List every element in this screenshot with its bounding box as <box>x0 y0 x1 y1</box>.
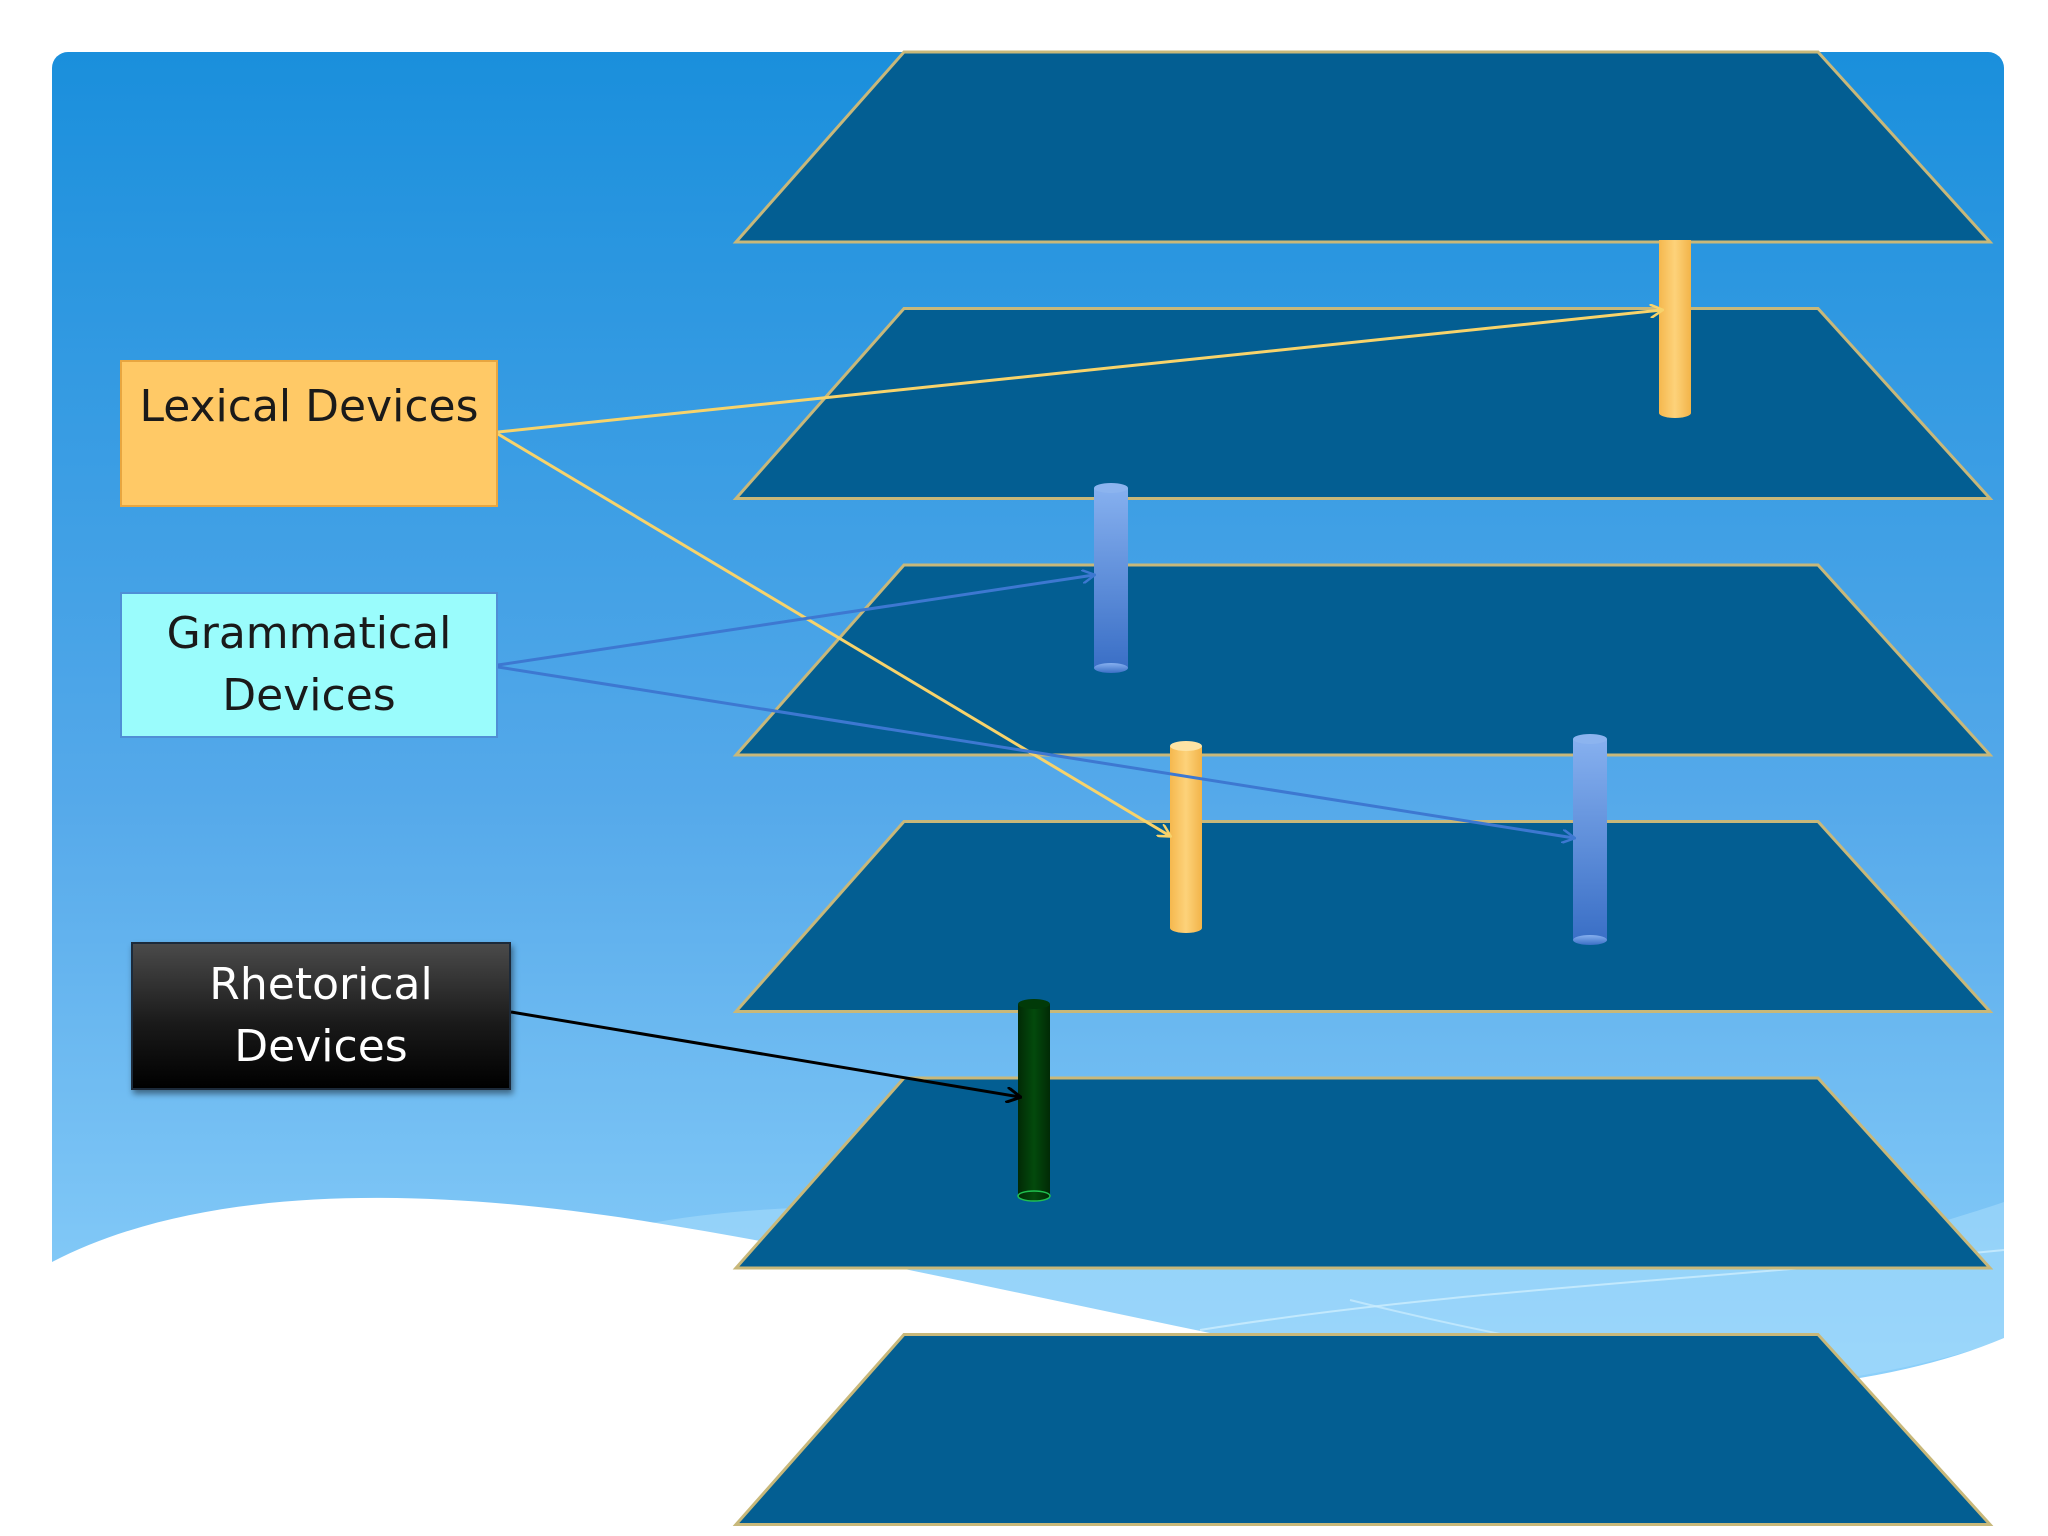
grammatical-link-lower-cylinder-body <box>1573 739 1607 940</box>
planes-group <box>732 50 1994 1526</box>
rhetorical-link-cylinder-base <box>1017 1190 1051 1202</box>
rhetorical-devices-label-line2: Devices <box>234 1021 408 1072</box>
lexical-link-upper-cylinder <box>1659 240 1691 418</box>
lexical-devices-box: Lexical Devices <box>120 360 498 507</box>
plane-layer-6 <box>732 1333 1994 1526</box>
lexical-arrow-lower <box>497 432 1170 836</box>
grammatical-devices-label-line1: Grammatical <box>166 608 452 659</box>
plane-layer-1 <box>732 50 1994 244</box>
grammatical-link-lower-cylinder-base <box>1573 935 1607 945</box>
rhetorical-link-cylinder-body <box>1018 1004 1050 1196</box>
grammatical-devices-label-line2: Devices <box>222 670 396 721</box>
lexical-arrow-upper <box>497 310 1662 434</box>
grammatical-link-upper-cylinder-body <box>1094 488 1128 668</box>
lexical-link-upper-cylinder-body <box>1659 240 1691 413</box>
grammatical-link-lower-cylinder <box>1573 734 1607 945</box>
grammatical-link-upper-cylinder <box>1094 483 1128 673</box>
rhetorical-arrow <box>510 1010 1020 1097</box>
plane-layer-5 <box>732 1076 1994 1270</box>
plane-layer-3 <box>732 563 1994 757</box>
grammatical-arrow-lower <box>497 665 1574 838</box>
grammatical-link-upper-cylinder-base <box>1094 663 1128 673</box>
lexical-link-lower-cylinder-cap <box>1170 741 1202 751</box>
lexical-link-lower-cylinder <box>1170 741 1202 933</box>
grammatical-arrow-upper <box>497 575 1094 667</box>
grammatical-link-lower-cylinder-cap <box>1573 734 1607 744</box>
lexical-link-upper-cylinder-base <box>1659 408 1691 418</box>
rhetorical-link-cylinder-cap <box>1018 999 1050 1009</box>
plane-layer-2 <box>732 307 1994 500</box>
grammatical-devices-box: Grammatical Devices <box>120 592 498 738</box>
connectors-group <box>1017 240 1691 1202</box>
rhetorical-devices-label-line1: Rhetorical <box>209 959 433 1010</box>
lexical-link-lower-cylinder-base <box>1170 923 1202 933</box>
rhetorical-devices-box: Rhetorical Devices <box>131 942 511 1090</box>
lexical-devices-label: Lexical Devices <box>139 381 479 432</box>
grammatical-link-upper-cylinder-cap <box>1094 483 1128 493</box>
plane-layer-4 <box>732 820 1994 1013</box>
rhetorical-link-cylinder <box>1017 999 1051 1202</box>
